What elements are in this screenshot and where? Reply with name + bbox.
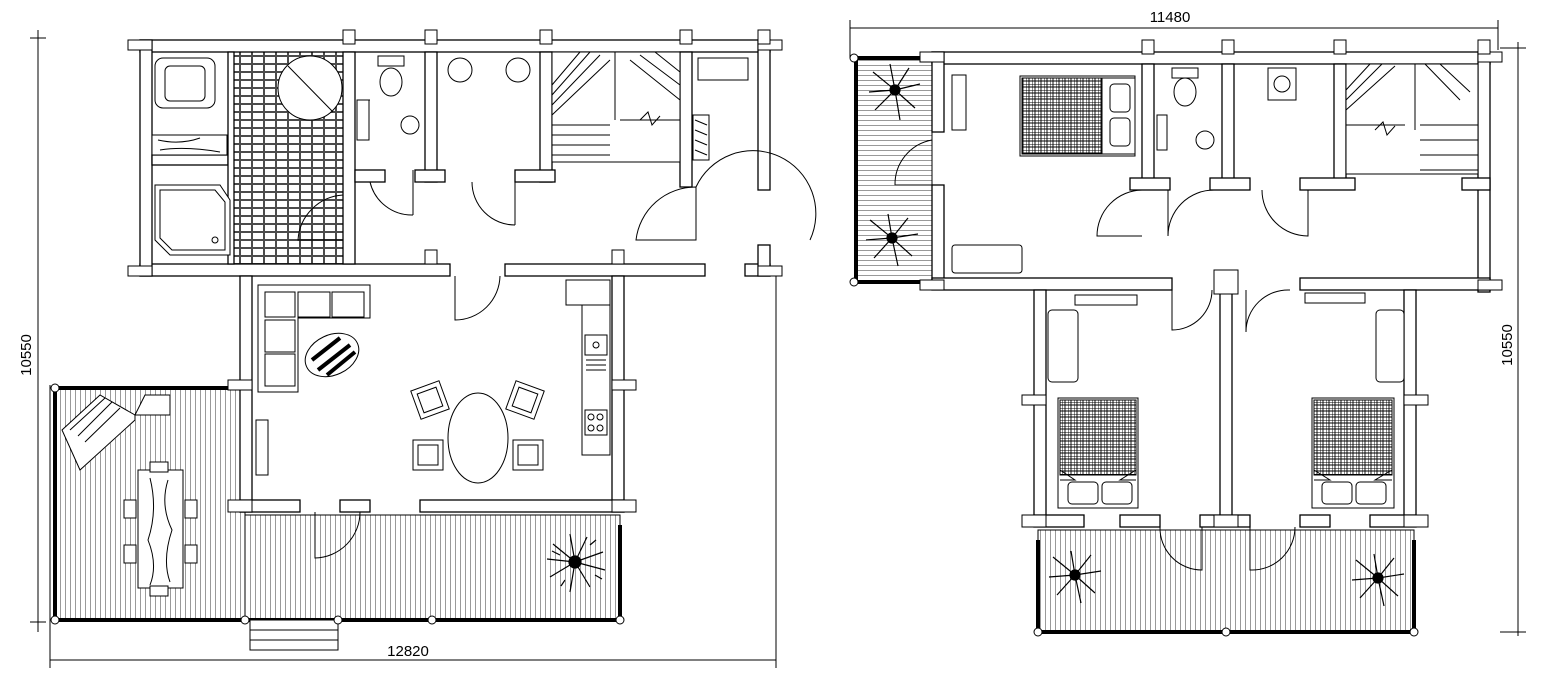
living-sofa bbox=[257, 284, 371, 393]
terrace-table bbox=[123, 461, 198, 597]
south-terrace-deck bbox=[244, 514, 621, 621]
floor1-plant bbox=[546, 533, 606, 593]
dining-set bbox=[410, 380, 545, 484]
floor2-depth-label: 10550 bbox=[1499, 324, 1516, 366]
floor2-width-label: 11480 bbox=[1150, 9, 1191, 26]
tv-unit bbox=[255, 419, 269, 476]
floor1-depth-label: 10550 bbox=[18, 334, 35, 376]
floor1-log-corners bbox=[127, 29, 783, 513]
master-bedroom-furniture bbox=[951, 74, 1136, 274]
entry-steps bbox=[249, 619, 339, 651]
south-balcony-deck bbox=[1037, 529, 1415, 633]
floor-1-plan bbox=[30, 29, 817, 668]
floor1-dimension-lines bbox=[30, 30, 777, 668]
floor1-bathroom-fixtures bbox=[356, 55, 531, 141]
sauna-fixtures bbox=[151, 55, 343, 156]
southwest-bedroom-furniture bbox=[1047, 294, 1139, 509]
floor2-dimension-lines bbox=[849, 20, 1526, 636]
floor1-walls bbox=[139, 39, 771, 513]
southeast-bedroom-furniture bbox=[1304, 292, 1405, 509]
floor1-staircase bbox=[551, 51, 681, 163]
living-rug bbox=[304, 332, 360, 378]
floor2-plants bbox=[865, 63, 1405, 607]
bathtub bbox=[154, 184, 231, 256]
floor2-doors bbox=[894, 132, 1309, 571]
terrace-lounger bbox=[61, 394, 171, 471]
floor2-staircase bbox=[1345, 63, 1479, 175]
floor1-width-label: 12820 bbox=[387, 643, 429, 660]
kitchen-counter bbox=[565, 279, 611, 456]
floor1-doors bbox=[297, 150, 817, 559]
floor2-bathroom-fixtures bbox=[1156, 67, 1297, 151]
floor2-log-corners bbox=[919, 39, 1503, 528]
floor2-walls bbox=[931, 51, 1491, 528]
floor-2-plan bbox=[849, 20, 1526, 637]
vestibule-fixtures bbox=[692, 57, 749, 161]
floor1-deck-posts bbox=[50, 383, 625, 625]
